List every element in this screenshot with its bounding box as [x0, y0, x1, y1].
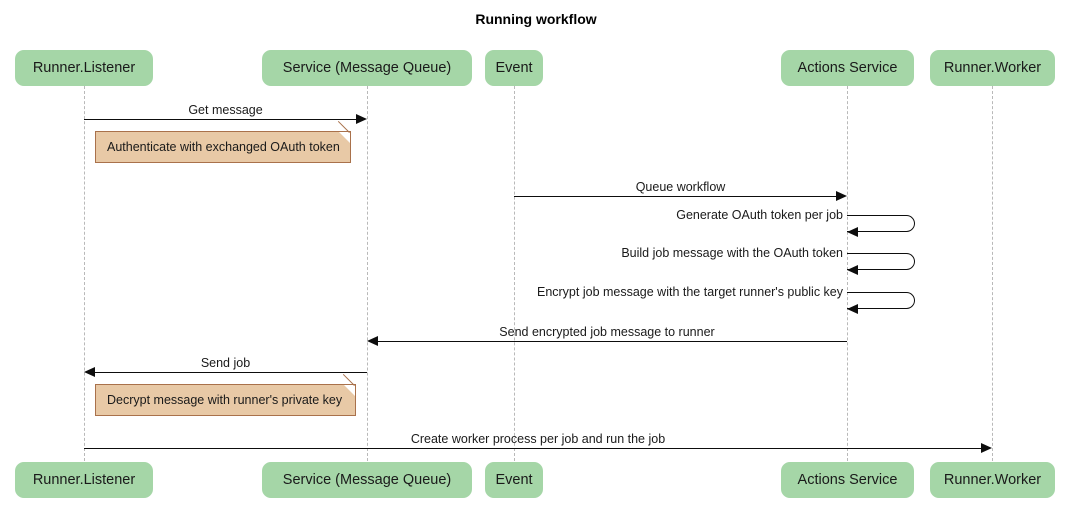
- note-fold-edge-icon: [338, 120, 350, 133]
- note-fold-icon: [339, 132, 350, 143]
- message-label-send-encrypted-job-message-to-runner: Send encrypted job message to runner: [499, 325, 715, 339]
- actor-label: Runner.Listener: [32, 472, 136, 488]
- message-label-queue-workflow: Queue workflow: [635, 180, 726, 194]
- note-authenticate-with-exchanged-oauth-token: Authenticate with exchanged OAuth token: [95, 120, 351, 163]
- actor-label: Actions Service: [797, 60, 898, 76]
- actor-label: Service (Message Queue): [282, 60, 452, 76]
- page-title: Running workflow: [475, 11, 597, 27]
- message-line-send-encrypted-job-message-to-runner: [378, 341, 847, 342]
- arrowhead-queue-workflow: [836, 190, 847, 201]
- actor-label: Runner.Worker: [943, 472, 1042, 488]
- lifeline-event: [514, 86, 515, 461]
- arrowhead-build-job-message-with-the-oauth-token: [847, 264, 858, 275]
- note-label: Decrypt message with runner's private ke…: [107, 393, 343, 407]
- message-line-queue-workflow: [514, 196, 836, 197]
- note-fold-icon: [344, 385, 355, 396]
- arrowhead-send-encrypted-job-message-to-runner: [367, 335, 378, 346]
- message-label-get-message: Get message: [188, 103, 263, 117]
- message-line-get-message: [84, 119, 356, 120]
- actor-header-event[interactable]: Event: [485, 50, 543, 86]
- self-loop-encrypt-job-message-with-the-target-runners-public-key: [847, 292, 915, 309]
- actor-footer-runner-listener[interactable]: Runner.Listener: [15, 462, 153, 498]
- message-label-create-worker-process-per-job-and-run-the-job: Create worker process per job and run th…: [410, 432, 666, 446]
- note-fold-edge-icon: [343, 373, 355, 386]
- message-label-generate-oauth-token-per-job: Generate OAuth token per job: [676, 208, 843, 222]
- note-decrypt-message-with-runners-private-key: Decrypt message with runner's private ke…: [95, 373, 356, 416]
- actor-label: Runner.Listener: [32, 60, 136, 76]
- message-label-send-job: Send job: [200, 356, 251, 370]
- actor-label: Actions Service: [797, 472, 898, 488]
- actor-header-runner-listener[interactable]: Runner.Listener: [15, 50, 153, 86]
- self-loop-build-job-message-with-the-oauth-token: [847, 253, 915, 270]
- actor-footer-runner-worker[interactable]: Runner.Worker: [930, 462, 1055, 498]
- message-line-send-job: [95, 372, 367, 373]
- arrowhead-send-job: [84, 366, 95, 377]
- message-label-encrypt-job-message-with-the-target-runners-public-key: Encrypt job message with the target runn…: [536, 285, 843, 299]
- arrowhead-generate-oauth-token-per-job: [847, 226, 858, 237]
- lifeline-runner-worker: [992, 86, 993, 461]
- message-label-build-job-message-with-the-oauth-token: Build job message with the OAuth token: [621, 246, 843, 260]
- actor-label: Event: [495, 472, 533, 488]
- arrowhead-get-message: [356, 113, 367, 124]
- actor-header-runner-worker[interactable]: Runner.Worker: [930, 50, 1055, 86]
- actor-footer-service-message-queue[interactable]: Service (Message Queue): [262, 462, 472, 498]
- actor-footer-event[interactable]: Event: [485, 462, 543, 498]
- actor-label: Event: [495, 60, 533, 76]
- lifeline-service-message-queue: [367, 86, 368, 461]
- actor-label: Service (Message Queue): [282, 472, 452, 488]
- actor-header-service-message-queue[interactable]: Service (Message Queue): [262, 50, 472, 86]
- arrowhead-create-worker-process-per-job-and-run-the-job: [981, 442, 992, 453]
- arrowhead-encrypt-job-message-with-the-target-runners-public-key: [847, 303, 858, 314]
- self-loop-generate-oauth-token-per-job: [847, 215, 915, 232]
- lifeline-runner-listener: [84, 86, 85, 461]
- message-line-create-worker-process-per-job-and-run-the-job: [84, 448, 981, 449]
- actor-footer-actions-service[interactable]: Actions Service: [781, 462, 914, 498]
- actor-header-actions-service[interactable]: Actions Service: [781, 50, 914, 86]
- actor-label: Runner.Worker: [943, 60, 1042, 76]
- note-label: Authenticate with exchanged OAuth token: [107, 140, 340, 154]
